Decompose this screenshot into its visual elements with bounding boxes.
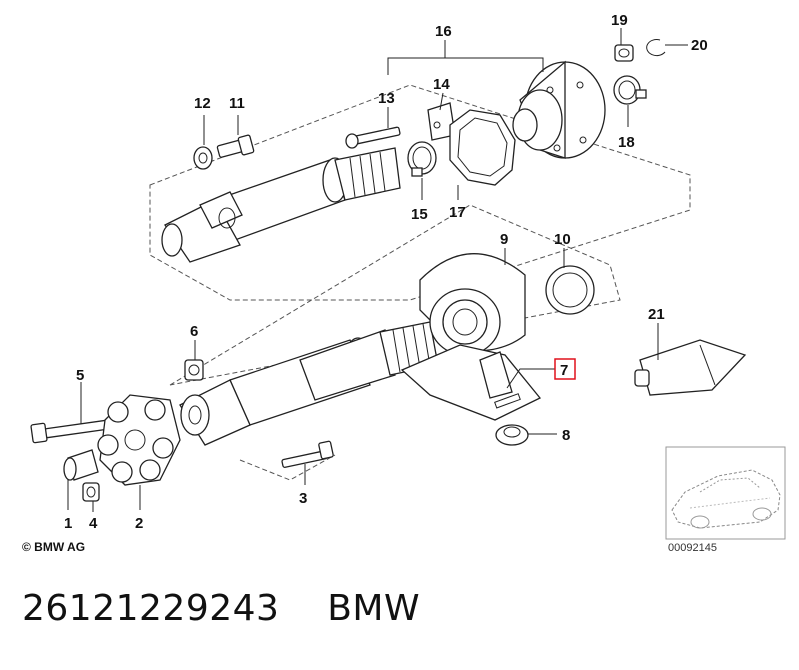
part-4-nut bbox=[82, 482, 100, 502]
part-8-nut bbox=[495, 424, 529, 446]
label-part-20[interactable]: 20 bbox=[691, 37, 708, 54]
label-part-8[interactable]: 8 bbox=[562, 427, 570, 444]
part-17-flex-disc bbox=[449, 109, 516, 186]
part-6-nut bbox=[184, 359, 204, 381]
part-1-sleeve bbox=[63, 449, 99, 481]
highlight-box-part-7 bbox=[554, 358, 576, 380]
part-15-clamp bbox=[407, 141, 437, 177]
label-part-21[interactable]: 21 bbox=[648, 306, 665, 323]
part-7-bracket bbox=[400, 344, 542, 421]
part-21-grease-tube bbox=[634, 339, 747, 396]
label-part-19[interactable]: 19 bbox=[611, 12, 628, 29]
label-part-12[interactable]: 12 bbox=[194, 95, 211, 112]
lower-drive-shaft bbox=[179, 321, 439, 446]
part-2-flex-coupling bbox=[97, 394, 181, 486]
label-part-4[interactable]: 4 bbox=[89, 515, 98, 532]
upper-dashed-frame bbox=[149, 84, 691, 301]
part-16-flange bbox=[512, 60, 606, 159]
part-3-bolt bbox=[281, 440, 334, 468]
car-thumbnail bbox=[665, 446, 786, 540]
label-part-15[interactable]: 15 bbox=[411, 206, 428, 223]
leader-lines bbox=[67, 28, 688, 512]
part-9-center-bearing bbox=[419, 253, 526, 356]
brand-name: BMW bbox=[327, 588, 421, 629]
part-20-circlip bbox=[646, 39, 666, 57]
upper-drive-shaft bbox=[161, 147, 401, 263]
part-labels: 1 2 3 4 5 6 7 8 9 10 11 12 13 14 15 16 1… bbox=[64, 12, 708, 532]
part-number: 26121229243 bbox=[22, 588, 280, 629]
label-part-2[interactable]: 2 bbox=[135, 515, 143, 532]
label-part-18[interactable]: 18 bbox=[618, 134, 635, 151]
label-part-5[interactable]: 5 bbox=[76, 367, 84, 384]
label-part-16[interactable]: 16 bbox=[435, 23, 452, 40]
label-part-1[interactable]: 1 bbox=[64, 515, 72, 532]
label-part-10[interactable]: 10 bbox=[554, 231, 571, 248]
part-13-bolt bbox=[345, 126, 401, 149]
lower-dashed-guide bbox=[239, 454, 336, 481]
part-18-clamp-ring bbox=[613, 75, 647, 105]
label-part-11[interactable]: 11 bbox=[229, 95, 245, 112]
label-part-7[interactable]: 7 bbox=[560, 362, 568, 379]
part-12-washer bbox=[193, 146, 213, 170]
label-part-3[interactable]: 3 bbox=[299, 490, 307, 507]
diagram-code: 00092145 bbox=[668, 542, 717, 554]
part-11-bolt bbox=[216, 134, 255, 158]
copyright-notice: © BMW AG bbox=[22, 540, 86, 554]
part-10-dust-cover bbox=[545, 265, 595, 315]
part-19-nut bbox=[614, 44, 634, 62]
caption: 26121229243 BMW bbox=[22, 588, 420, 629]
label-part-9[interactable]: 9 bbox=[500, 231, 508, 248]
label-part-6[interactable]: 6 bbox=[190, 323, 198, 340]
label-part-13[interactable]: 13 bbox=[378, 90, 395, 107]
label-part-14[interactable]: 14 bbox=[433, 76, 450, 93]
label-part-17[interactable]: 17 bbox=[449, 204, 466, 221]
